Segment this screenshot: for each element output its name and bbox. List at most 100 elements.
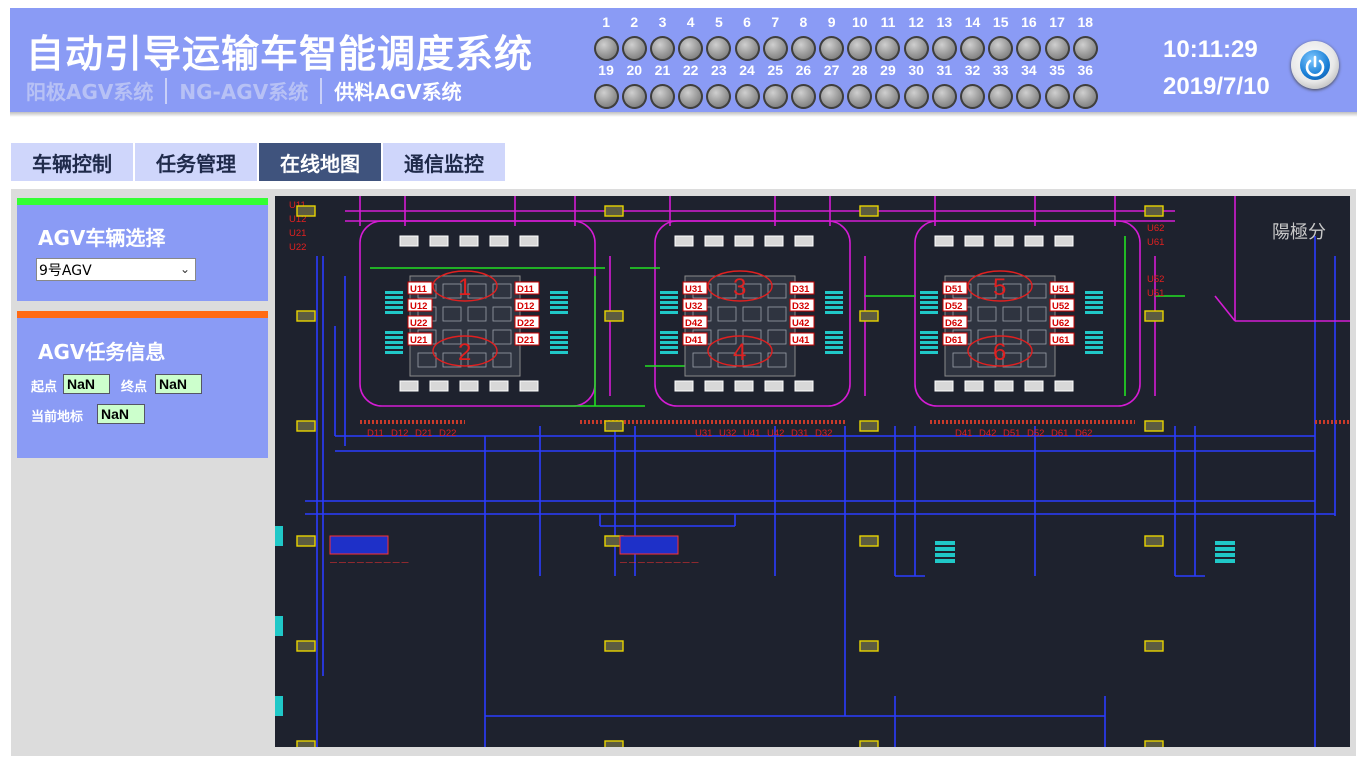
map-code-box — [789, 298, 815, 312]
agv-status-lamp-24[interactable] — [734, 83, 760, 109]
agv-status-lamp-3[interactable] — [649, 35, 675, 61]
agv-status-lamp-36[interactable] — [1072, 83, 1098, 109]
agv-status-lamp-8[interactable] — [790, 35, 816, 61]
map-rack-slot — [1085, 311, 1103, 314]
map-rack-slot — [920, 291, 938, 294]
map-pallet — [794, 380, 814, 392]
agv-status-lamp-25[interactable] — [762, 83, 788, 109]
agv-vehicle-selected: 9号AGV — [39, 262, 92, 279]
map-zone-number: 4 — [733, 339, 746, 366]
agv-status-lamp-30[interactable] — [903, 83, 929, 109]
agv-status-lamp-2[interactable] — [621, 35, 647, 61]
agv-status-lamp-26[interactable] — [790, 83, 816, 109]
map-pallet — [1054, 380, 1074, 392]
map-machine-cell — [977, 306, 997, 322]
map-machine-cell — [467, 329, 487, 345]
agv-status-lamp-35[interactable] — [1044, 83, 1070, 109]
map-rack-slot — [1085, 351, 1103, 354]
tab-vehicle-control[interactable]: 车辆控制 — [11, 143, 135, 181]
map-code-box — [942, 315, 968, 329]
agv-status-lamp-33[interactable] — [988, 83, 1014, 109]
agv-status-lamp-11[interactable] — [875, 35, 901, 61]
map-code-label: D42 — [685, 318, 702, 329]
divider — [320, 77, 323, 104]
map-code-label: U31 — [685, 284, 703, 295]
map-zone-ellipse — [967, 270, 1033, 302]
map-left-rack — [275, 616, 283, 636]
agv-status-lamp-34[interactable] — [1016, 83, 1042, 109]
map-rack-slot — [385, 291, 403, 294]
agv-status-lamp-1[interactable] — [593, 35, 619, 61]
map-rack-slot — [1085, 341, 1103, 344]
map-machine-cell — [1027, 352, 1047, 368]
map-zone-ellipse — [707, 270, 773, 302]
agv-status-lamp-31[interactable] — [931, 83, 957, 109]
map-rack-slot — [920, 336, 938, 339]
tab-communication-monitor[interactable]: 通信监控 — [383, 143, 507, 181]
agv-status-lamp-4[interactable] — [678, 35, 704, 61]
agv-status-lamp-18[interactable] — [1072, 35, 1098, 61]
tab-online-map[interactable]: 在线地图 — [259, 143, 383, 181]
map-rack-slot — [385, 331, 403, 334]
subsystem-ng-agv[interactable]: NG-AGV系统 — [179, 80, 309, 104]
map-cyan-bank — [935, 553, 955, 557]
agv-status-lamp-15[interactable] — [988, 35, 1014, 61]
agv-status-lamp-12[interactable] — [903, 35, 929, 61]
map-bottom-code: D52 — [1027, 428, 1044, 439]
map-code-box — [514, 281, 540, 295]
map-landmark — [604, 420, 624, 432]
map-pallet — [519, 380, 539, 392]
agv-status-lamp-17[interactable] — [1044, 35, 1070, 61]
chevron-down-icon: ⌄ — [179, 262, 190, 276]
tab-task-management[interactable]: 任务管理 — [135, 143, 259, 181]
map-machine-cell — [492, 329, 512, 345]
map-code-box — [682, 298, 708, 312]
map-bottom-code: D51 — [1003, 428, 1020, 439]
agv-status-lamp-14[interactable] — [960, 35, 986, 61]
agv-status-lamp-21[interactable] — [649, 83, 675, 109]
map-code-label: D11 — [517, 284, 535, 295]
map-zone-number: 5 — [993, 274, 1006, 301]
agv-status-lamp-27[interactable] — [819, 83, 845, 109]
map-bottom-code: D62 — [1075, 428, 1092, 439]
light-number: 13 — [936, 14, 953, 30]
light-number: 36 — [1077, 62, 1094, 78]
agv-vehicle-dropdown[interactable]: 9号AGV ⌄ — [36, 258, 196, 281]
light-number: 19 — [598, 62, 614, 78]
agv-status-lamp-16[interactable] — [1016, 35, 1042, 61]
map-bottom-code: D22 — [439, 428, 456, 439]
divider — [165, 77, 168, 104]
subsystem-feed-agv[interactable]: 供料AGV系统 — [334, 80, 462, 104]
agv-status-lamp-20[interactable] — [621, 83, 647, 109]
agv-status-lamp-9[interactable] — [819, 35, 845, 61]
power-button[interactable] — [1291, 41, 1339, 89]
app-title: 自动引导运输车智能调度系统 — [26, 32, 534, 76]
map-code-box — [407, 332, 433, 346]
map-left-code: U22 — [289, 242, 306, 253]
agv-status-lamp-32[interactable] — [960, 83, 986, 109]
subsystem-anode-agv[interactable]: 阳极AGV系统 — [26, 80, 154, 104]
map-pallet — [459, 380, 479, 392]
agv-status-lamp-22[interactable] — [678, 83, 704, 109]
agv-status-lamp-29[interactable] — [875, 83, 901, 109]
agv-status-lamp-19[interactable] — [593, 83, 619, 109]
map-rack-slot — [550, 346, 568, 349]
agv-status-lamp-5[interactable] — [706, 35, 732, 61]
map-dynamic-layer: 12U11U12U22U21D11D12D22D2134U31U32D42D41… — [275, 200, 1326, 747]
agv-status-lamp-10[interactable] — [847, 35, 873, 61]
map-bottom-code: U31 — [695, 428, 712, 439]
agv-status-lamp-7[interactable] — [762, 35, 788, 61]
map-machine-cell — [1027, 283, 1047, 299]
map-rack-slot — [550, 301, 568, 304]
map-machine-cell — [742, 329, 762, 345]
map-machine-cell — [417, 352, 437, 368]
agv-status-lamp-23[interactable] — [706, 83, 732, 109]
map-rack-slot — [1085, 291, 1103, 294]
agv-status-lamp-13[interactable] — [931, 35, 957, 61]
map-landmark — [1144, 205, 1164, 217]
agv-status-lamp-28[interactable] — [847, 83, 873, 109]
agv-status-lamp-6[interactable] — [734, 35, 760, 61]
map-bottom-code: D32 — [815, 428, 832, 439]
